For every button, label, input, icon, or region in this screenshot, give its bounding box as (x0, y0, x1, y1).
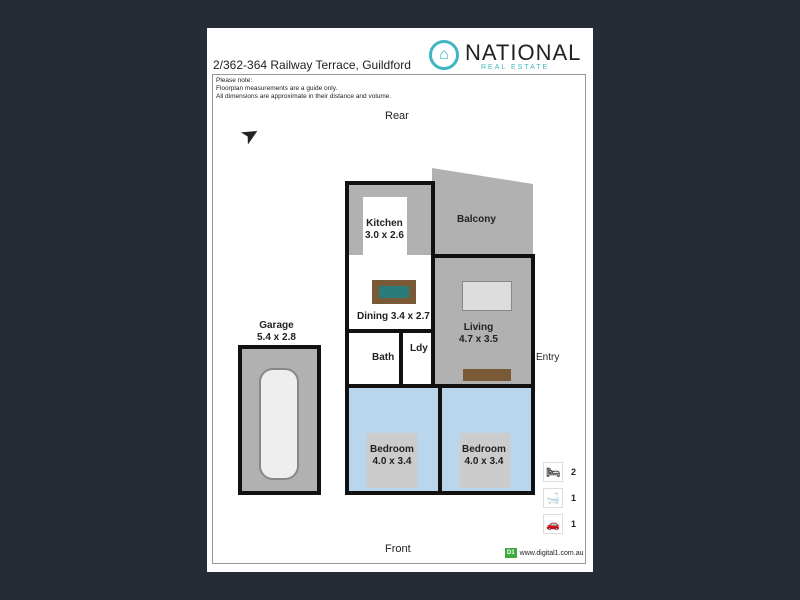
feature-parking: 🚗1 (543, 514, 576, 534)
bedroom-dims: 4.0 x 3.4 (372, 456, 412, 467)
kitchen-dims: 3.0 x 2.6 (365, 230, 404, 241)
garage-dims: 5.4 x 2.8 (257, 332, 296, 343)
tv-unit (463, 369, 511, 381)
bedroom-name: Bedroom (462, 444, 506, 455)
feature-bathrooms: 🛁1 (543, 488, 576, 508)
credit: D1 www.digital1.com.au (505, 548, 583, 558)
credit-url: www.digital1.com.au (519, 549, 584, 557)
front-label: Front (385, 543, 411, 555)
kitchen-island (407, 185, 431, 255)
note-box: Please note: Floorplan measurements are … (212, 74, 586, 564)
bedroom-name: Bedroom (370, 444, 414, 455)
bed-icon: 🛏 (543, 462, 563, 482)
entry-label: Entry (536, 352, 560, 363)
bedroom-dims: 4.0 x 3.4 (464, 456, 504, 467)
garage-name: Garage (259, 320, 294, 331)
balcony-area (432, 168, 533, 256)
logo-subtitle: REAL ESTATE (481, 64, 550, 71)
car-icon (259, 368, 299, 480)
kitchen-name: Kitchen (366, 218, 403, 229)
features-list: 🛏2 🛁1 🚗1 (543, 462, 576, 534)
house-icon: ⌂ (429, 40, 459, 70)
logo-name: NATIONAL (465, 40, 582, 65)
note-heading: Please note: (216, 77, 253, 84)
bathroom-count: 1 (571, 493, 577, 503)
balcony-label: Balcony (457, 214, 496, 225)
sofa (462, 281, 512, 311)
car-icon: 🚗 (543, 514, 563, 534)
dining-label: Dining 3.4 x 2.7 (357, 311, 430, 322)
bed (367, 433, 417, 488)
dining-runner (379, 286, 409, 298)
living-room (431, 254, 535, 388)
floorplan-image: 2/362-364 Railway Terrace, Guildford ⌂ N… (207, 28, 593, 572)
living-dims: 4.7 x 3.5 (459, 334, 498, 345)
laundry-label: Ldy (410, 343, 428, 354)
feature-bedrooms: 🛏2 (543, 462, 576, 482)
parking-count: 1 (571, 519, 577, 529)
note-line: Floorplan measurements are a guide only. (216, 85, 338, 92)
kitchen-bench (349, 185, 363, 255)
bed (460, 433, 510, 488)
note-line: All dimensions are approximate in their … (216, 93, 392, 100)
bath-label: Bath (372, 352, 395, 363)
living-name: Living (463, 322, 494, 333)
rear-label: Rear (385, 110, 409, 122)
national-logo: ⌂ NATIONAL REAL ESTATE (429, 40, 589, 76)
property-address: 2/362-364 Railway Terrace, Guildford (213, 58, 411, 72)
bedroom-count: 2 (571, 467, 577, 477)
laundry-room (399, 329, 435, 388)
bath-icon: 🛁 (543, 488, 563, 508)
digital1-logo: D1 (505, 548, 517, 558)
